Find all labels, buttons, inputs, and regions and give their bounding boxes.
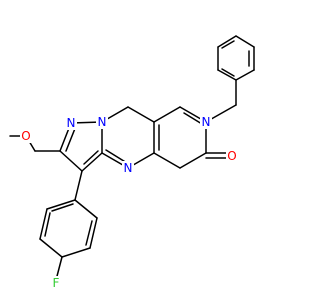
bond	[65, 125, 77, 152]
bond	[221, 68, 235, 77]
bond	[59, 150, 83, 172]
structure-diagram: N O N N N O F	[9, 35, 255, 290]
atom-n-pyrazole-bridge: N	[96, 115, 108, 129]
atom-o-carbonyl: O	[226, 148, 238, 163]
atom-label-f: F	[53, 276, 60, 290]
bond	[235, 35, 255, 48]
atom-label-n: N	[67, 116, 76, 130]
bond	[74, 170, 83, 201]
bond	[221, 40, 235, 49]
atom-label-n: N	[124, 161, 133, 175]
bond	[89, 217, 98, 249]
atom-labels: N O N N N O F	[20, 115, 238, 290]
bond	[81, 152, 103, 172]
bond	[39, 238, 63, 258]
bond	[51, 203, 74, 212]
bond	[74, 199, 98, 219]
bond	[183, 112, 203, 125]
bond	[105, 149, 128, 164]
bond	[235, 69, 255, 81]
atom-label-o: O	[227, 149, 236, 163]
bond	[217, 69, 237, 81]
bond	[46, 199, 76, 210]
bond	[83, 150, 99, 165]
bond	[44, 212, 51, 237]
atom-f: F	[50, 276, 62, 290]
bond	[217, 35, 237, 48]
atom-label-n: N	[202, 115, 211, 129]
bond	[61, 247, 91, 258]
bonds	[9, 35, 255, 281]
atom-label-n: N	[98, 115, 107, 129]
bond	[127, 106, 155, 123]
bond	[153, 106, 181, 123]
molecule-canvas: N O N N N O F	[9, 35, 255, 290]
bond	[85, 220, 93, 246]
atom-n-pyrazole-top: N	[65, 116, 77, 130]
atom-label-o: O	[21, 129, 30, 143]
atom-o-ether: O	[20, 129, 32, 143]
atom-n-benzyl: N	[200, 115, 212, 129]
atom-n-pyrimidine: N	[122, 161, 134, 175]
bond	[179, 152, 207, 169]
bond	[153, 152, 181, 169]
bond	[39, 208, 48, 240]
